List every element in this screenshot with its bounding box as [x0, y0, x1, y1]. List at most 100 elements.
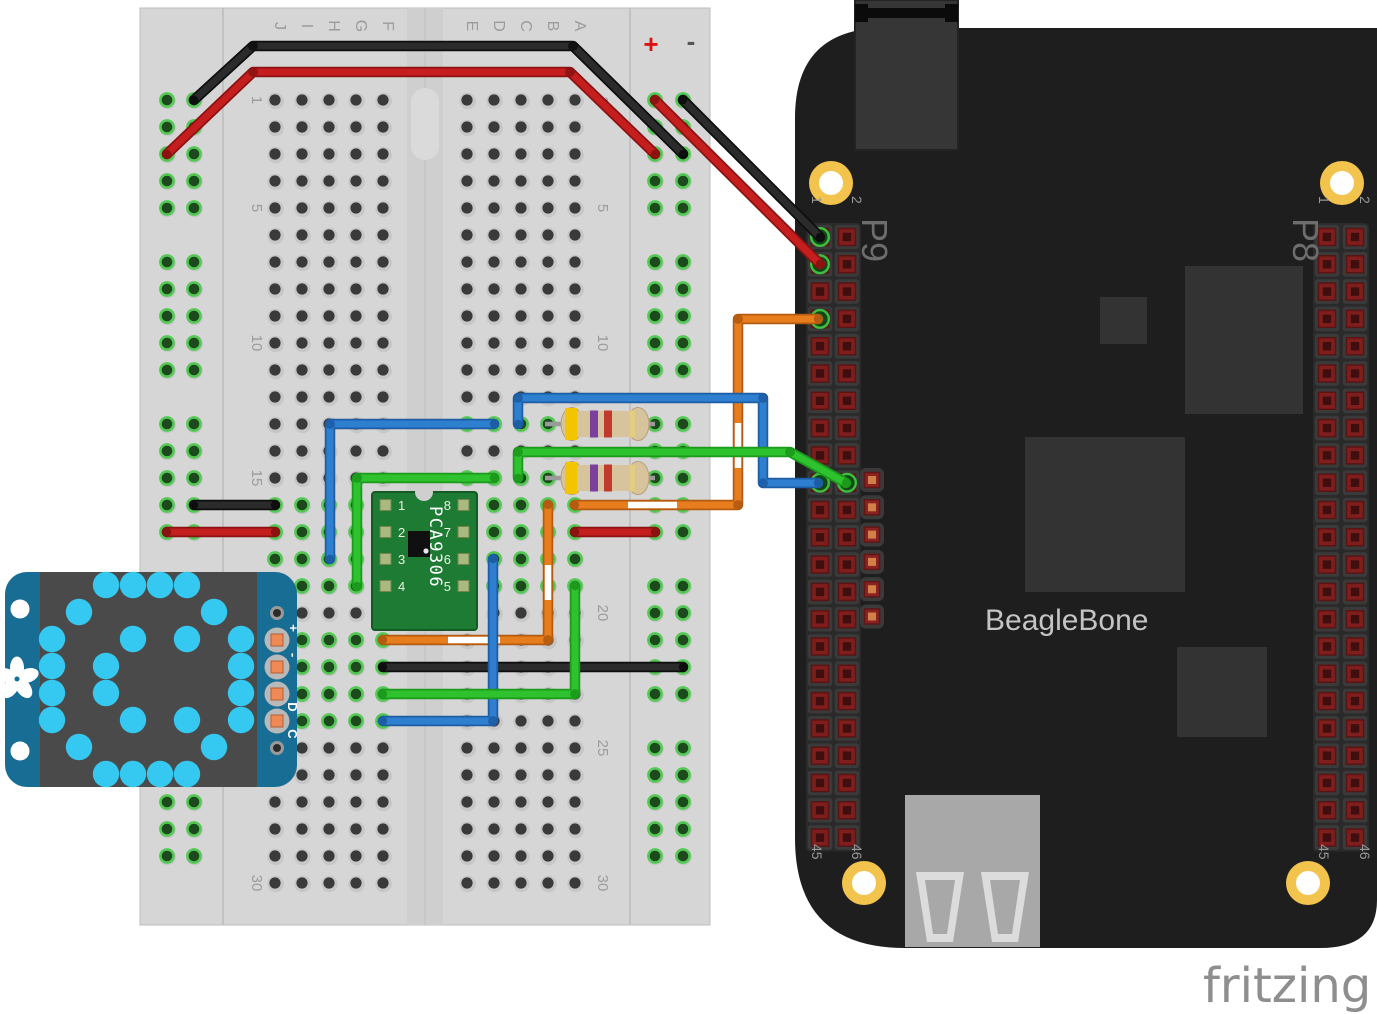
wire-sda-led[interactable]: [377, 580, 581, 700]
column-label: I: [298, 24, 315, 28]
led-dot: [200, 598, 228, 626]
led-dot: [146, 571, 174, 599]
wire-bend: [570, 689, 580, 699]
row-label-left: 10: [248, 335, 265, 352]
led-dot: [65, 598, 93, 626]
resistor-band: [565, 462, 577, 494]
led-dot: [227, 625, 255, 653]
wire-end: [815, 259, 825, 269]
wire-scl-led[interactable]: [377, 553, 499, 727]
p9-label: P9: [854, 218, 895, 262]
serial-header[interactable]: [860, 468, 884, 629]
chip-large-top: [1185, 266, 1303, 414]
wire-bend: [758, 393, 768, 403]
wire-sda-breadboard[interactable]: [351, 472, 500, 592]
resistor-4k7[interactable]: [545, 461, 655, 495]
wire-end: [650, 527, 660, 537]
row-label-right: 25: [594, 740, 611, 757]
wire-vcc-left[interactable]: [161, 526, 281, 538]
pca9306-pin-number: 6: [444, 552, 451, 567]
led-dot: [92, 571, 120, 599]
wires-layer: [161, 40, 852, 727]
pca9306-label: PCA9306: [425, 506, 445, 588]
wire-bend: [513, 447, 523, 457]
wire-sda-p9[interactable]: [512, 446, 852, 489]
header-pin45-label: 45: [1316, 844, 1332, 860]
wire-end: [378, 689, 388, 699]
column-label: D: [490, 20, 507, 32]
pca9306-pad-left: [379, 499, 392, 511]
resistor-band: [630, 464, 635, 492]
led-dot: [200, 733, 228, 761]
wire-gnd-bottom[interactable]: [377, 661, 689, 673]
led-board-hole: [10, 599, 30, 619]
led-board-hole: [10, 741, 30, 761]
wire-gnd-p9[interactable]: [677, 94, 826, 243]
wire-end: [570, 500, 580, 510]
row-label-left: 1: [248, 96, 265, 104]
led-dot: [173, 706, 201, 734]
wire-end: [650, 149, 660, 159]
wire-bend: [733, 500, 743, 510]
p9-header[interactable]: [806, 223, 861, 852]
chip-bottom: [1177, 647, 1267, 737]
wire-vcc-pullup[interactable]: [569, 526, 661, 538]
resistor-4k7[interactable]: [545, 407, 655, 441]
pca9306-pin-number: 5: [444, 579, 451, 594]
pca9306-pad-right: [457, 553, 470, 565]
wire-vcc-p9[interactable]: [649, 94, 826, 270]
pca9306-pad-right: [457, 526, 470, 538]
row-label-left: 15: [248, 470, 265, 487]
led-dot: [38, 625, 66, 653]
header-pin46-label: 46: [849, 844, 865, 860]
led-dot: [92, 679, 120, 707]
wire-end: [162, 149, 172, 159]
header-pin1-label: 1: [809, 196, 825, 204]
wire-end: [543, 500, 553, 510]
wire-end: [325, 554, 335, 564]
led-matrix-board[interactable]: +-DC: [0, 571, 301, 788]
led-dot: [146, 760, 174, 788]
wire-gnd-top[interactable]: [188, 40, 689, 160]
wire-vcc-top[interactable]: [161, 66, 661, 160]
center-channel-tab: [411, 88, 439, 160]
led-pin-label: +: [286, 624, 301, 632]
p8-header[interactable]: [1313, 223, 1369, 852]
wire-gnd-left[interactable]: [188, 499, 281, 511]
wire-5v-led[interactable]: [377, 499, 554, 646]
adafruit-logo-icon: [0, 656, 39, 699]
row-label-left: 30: [248, 875, 265, 892]
led-dot: [38, 652, 66, 680]
wire-end: [513, 473, 523, 483]
pca9306-pin-number: 4: [398, 579, 405, 594]
wire-end: [378, 662, 388, 672]
wire-end: [813, 314, 823, 324]
wire-5v-p9[interactable]: [569, 313, 824, 511]
wire-end: [489, 473, 499, 483]
wire-end: [270, 500, 280, 510]
header-pin46-label: 46: [1357, 844, 1373, 860]
mounting-hole: [809, 161, 853, 205]
pca9306-pin-number: 8: [444, 498, 451, 513]
led-pin-label: -: [286, 653, 301, 657]
led-dot: [173, 571, 201, 599]
mounting-hole: [842, 861, 886, 905]
wire-bend: [248, 67, 258, 77]
wire-scl-p9[interactable]: [512, 392, 824, 489]
pca9306-notch: [415, 483, 433, 501]
wire-scl-breadboard[interactable]: [324, 418, 500, 565]
led-dot: [119, 625, 147, 653]
beaglebone-label: BeagleBone: [985, 604, 1148, 637]
wire-end: [162, 527, 172, 537]
rail-minus-label: -: [687, 26, 696, 56]
led-dot: [119, 760, 147, 788]
fritzing-logo: fritzing: [1203, 958, 1371, 1014]
pca9306-pad-left: [379, 553, 392, 565]
led-dot: [173, 760, 201, 788]
pca9306-pad-left: [379, 526, 392, 538]
wire-end: [270, 527, 280, 537]
